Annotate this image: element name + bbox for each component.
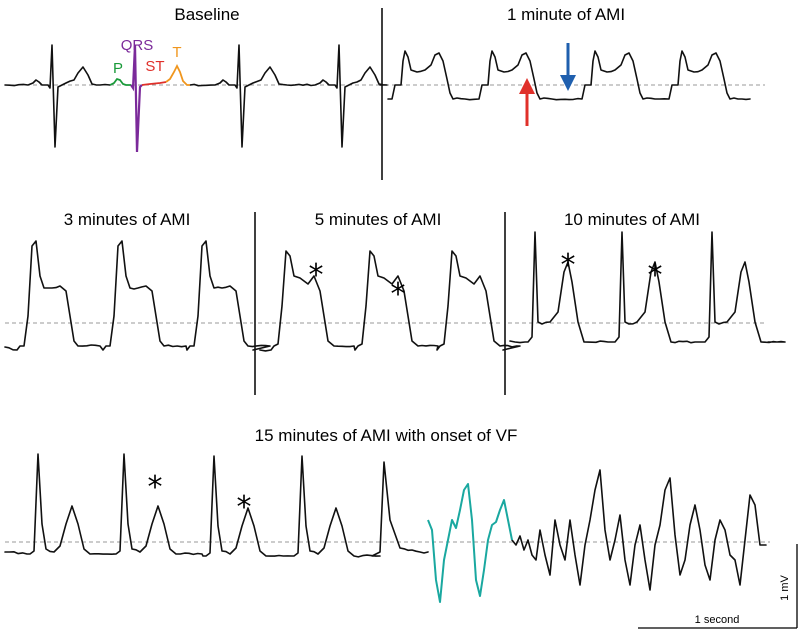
panel-title-baseline: Baseline <box>174 5 239 24</box>
scale-bar-voltage-label: 1 mV <box>779 575 791 601</box>
panel-title-10-minutes: 10 minutes of AMI <box>564 210 700 229</box>
panel-title-3-minutes: 3 minutes of AMI <box>64 210 191 229</box>
ecg-trace-10-minutes <box>509 231 786 344</box>
panel-title-5-minutes: 5 minutes of AMI <box>315 210 442 229</box>
ecg-trace-vf-onset <box>427 483 513 603</box>
label-t-wave: T <box>172 44 181 61</box>
scale-bar-time-label: 1 second <box>695 614 740 626</box>
scale-bar: 1 second 1 mV <box>638 544 798 629</box>
asterisk-15min-2: * <box>237 490 252 525</box>
ecg-trace-baseline <box>4 44 388 148</box>
ecg-trace-15-minutes-pre-vf <box>4 453 429 558</box>
asterisk-15min-1: * <box>148 470 163 505</box>
ecg-trace-1-minute <box>387 50 751 101</box>
label-qrs: QRS <box>121 37 154 54</box>
asterisk-5min-1: * <box>309 258 324 293</box>
blue-down-arrow-icon <box>560 43 576 91</box>
t-wave-highlight <box>165 63 190 86</box>
panel-title-15-minutes: 15 minutes of AMI with onset of VF <box>255 426 518 445</box>
asterisk-5min-2: * <box>391 277 406 312</box>
asterisk-10min-1: * <box>561 248 576 283</box>
label-p-wave: P <box>113 60 123 77</box>
ecg-trace-3-minutes <box>4 240 271 351</box>
ecg-trace-15-minutes-vf <box>511 469 767 591</box>
p-wave-highlight <box>109 77 131 86</box>
asterisk-10min-2: * <box>648 258 663 293</box>
ecg-trace-5-minutes <box>259 250 521 352</box>
qrs-highlight <box>130 44 143 153</box>
label-st: ST <box>145 58 164 75</box>
red-up-arrow-icon <box>519 78 535 126</box>
st-segment-highlight <box>141 81 167 86</box>
panel-title-1-minute: 1 minute of AMI <box>507 5 625 24</box>
